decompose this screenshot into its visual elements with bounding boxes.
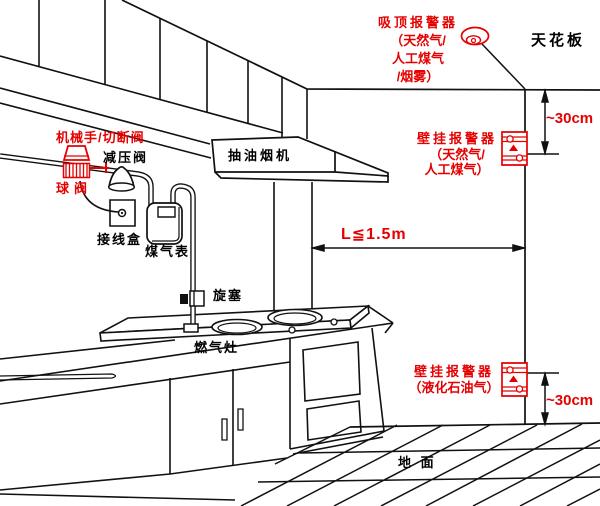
counter-cabinets bbox=[0, 306, 393, 500]
ceiling-alarm-label-line2: （天然气/ bbox=[390, 33, 446, 48]
duct-lines bbox=[274, 182, 312, 312]
ceiling-clearance-dimension-label: ~30cm bbox=[546, 110, 594, 127]
wall-cabinets bbox=[0, 0, 307, 158]
distance-dimension-label: L≦1.5m bbox=[341, 226, 407, 243]
range-hood-label: 抽油烟机 bbox=[228, 148, 293, 163]
gas-stove-icon bbox=[100, 306, 369, 341]
pressure-regulator-label: 减压阀 bbox=[103, 150, 149, 165]
gas-pipes bbox=[0, 156, 198, 332]
range-hood-icon bbox=[212, 137, 388, 182]
wall-alarm-bottom-label-line2: （液化石油气） bbox=[408, 379, 500, 395]
wall-alarm-top-label: 壁挂报警器 （天然气/ 人工煤气） bbox=[411, 131, 503, 178]
gas-meter-label: 煤气表 bbox=[145, 244, 191, 259]
gas-meter-icon bbox=[147, 203, 182, 244]
dimension-lines bbox=[312, 90, 559, 424]
ceiling-alarm-label-line1: 吸顶报警器 bbox=[377, 15, 458, 30]
wall-alarm-bottom-label: 壁挂报警器 （液化石油气） bbox=[401, 364, 507, 395]
plug-cock-icon bbox=[180, 291, 204, 306]
ceiling-label: 天花板 bbox=[531, 32, 586, 49]
ceiling-alarm-label-line4: /烟雾） bbox=[396, 69, 440, 84]
wall-alarm-bottom-label-line1: 壁挂报警器 bbox=[413, 364, 494, 379]
ceiling-alarm-label-line3: 人工煤气 bbox=[391, 51, 444, 66]
floor-clearance-dimension-label: ~30cm bbox=[546, 392, 594, 409]
wall-alarm-top-icon bbox=[501, 131, 528, 166]
junction-box-label: 接线盒 bbox=[97, 232, 143, 247]
ceiling-alarm-icon bbox=[462, 28, 489, 45]
pressure-regulator-icon bbox=[109, 167, 135, 191]
wall-alarm-top-label-line3: 人工煤气） bbox=[424, 162, 490, 177]
wall-alarm-top-label-line1: 壁挂报警器 bbox=[416, 131, 497, 146]
junction-box-icon bbox=[80, 181, 135, 226]
ground-label: 地 面 bbox=[398, 455, 437, 470]
mechanical-valve-label: 机械手/切断阀 bbox=[56, 130, 145, 145]
floor-tiles bbox=[241, 424, 600, 506]
wall-alarm-top-label-line2: （天然气/ bbox=[429, 146, 485, 162]
ball-valve-label: 球阀 bbox=[56, 181, 93, 196]
ceiling-alarm-leader-line bbox=[482, 44, 525, 89]
mechanical-valve-icon bbox=[64, 146, 110, 178]
ceiling-alarm-label: 吸顶报警器 （天然气/ 人工煤气 /烟雾） bbox=[374, 14, 462, 86]
plug-cock-label: 旋塞 bbox=[213, 288, 244, 303]
gas-stove-label: 燃气灶 bbox=[194, 340, 240, 355]
